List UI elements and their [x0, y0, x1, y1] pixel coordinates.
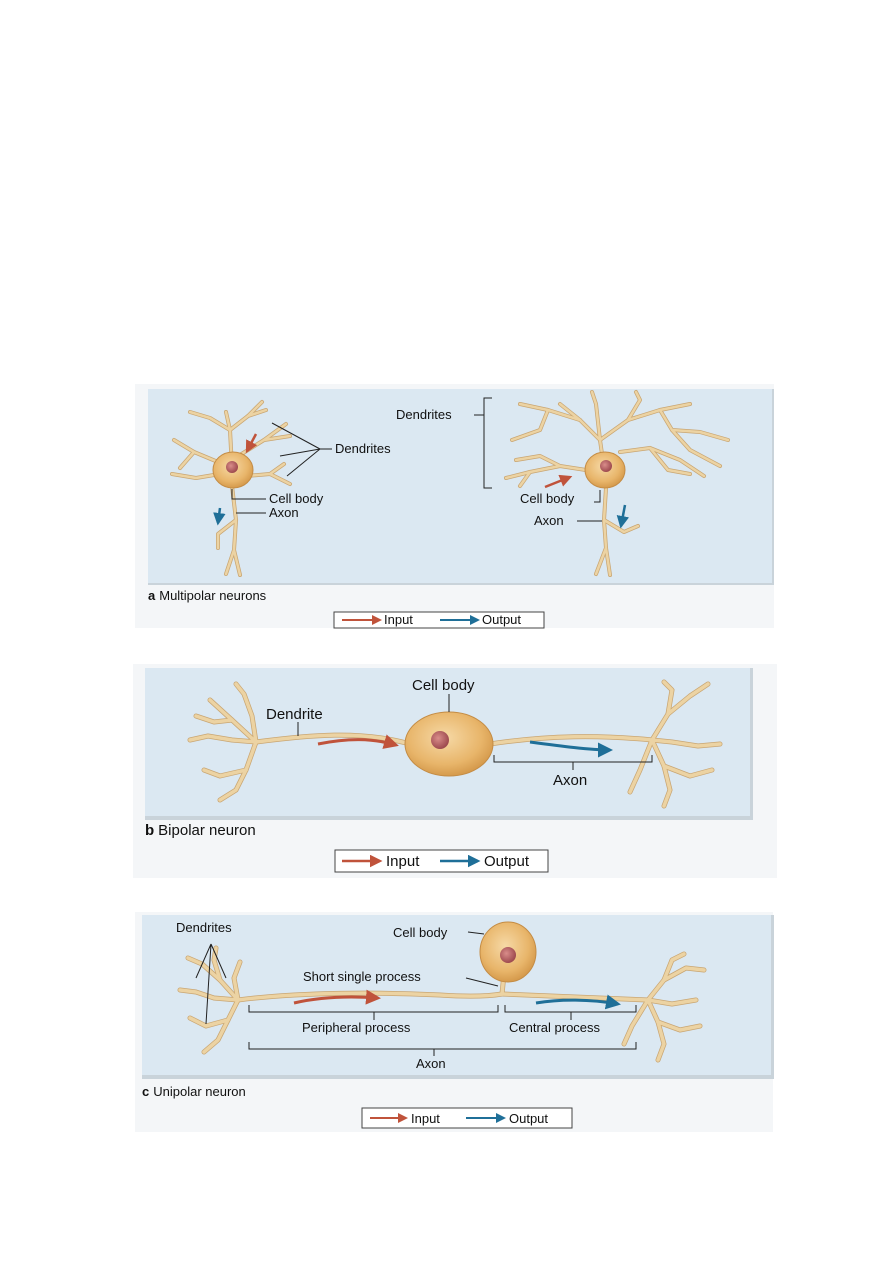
caption-letter-b: b — [145, 822, 154, 839]
cell-body-shape — [405, 712, 493, 776]
caption-letter-a: a — [148, 588, 156, 603]
label-dendrites-left: Dendrites — [335, 441, 391, 456]
label-dendrites-right: Dendrites — [396, 407, 452, 422]
nucleus-shape — [226, 461, 238, 473]
panel-a-multipolar: Dendrites Cell body Axon — [135, 384, 774, 628]
label-cell-body: Cell body — [393, 925, 448, 940]
label-axon-right: Axon — [534, 513, 564, 528]
legend-input-label: Input — [411, 1111, 440, 1126]
caption-letter-c: c — [142, 1084, 149, 1099]
caption-text-b: Bipolar neuron — [158, 822, 256, 839]
legend-input-label: Input — [386, 853, 420, 870]
legend-output-label: Output — [484, 853, 530, 870]
panel-c-caption: c Unipolar neuron — [142, 1084, 246, 1099]
caption-text-c: Unipolar neuron — [153, 1084, 246, 1099]
legend-input-label: Input — [384, 612, 413, 627]
nucleus-shape — [500, 947, 516, 963]
label-peripheral-process: Peripheral process — [302, 1020, 411, 1035]
panel-c-unipolar: Dendrites Cell body Short single process… — [135, 912, 774, 1132]
label-central-process: Central process — [509, 1020, 601, 1035]
legend-c: Input Output — [362, 1108, 572, 1128]
label-axon: Axon — [553, 772, 587, 789]
label-axon-left: Axon — [269, 505, 299, 520]
label-cell-body-left: Cell body — [269, 491, 324, 506]
label-dendrites: Dendrites — [176, 920, 232, 935]
label-cell-body-right: Cell body — [520, 491, 575, 506]
legend-output-label: Output — [509, 1111, 548, 1126]
label-cell-body: Cell body — [412, 677, 475, 694]
label-dendrite: Dendrite — [266, 706, 323, 723]
legend-b: Input Output — [335, 850, 548, 872]
nucleus-shape — [600, 460, 612, 472]
legend-a: Input Output — [334, 612, 544, 628]
nucleus-shape — [431, 731, 449, 749]
caption-text-a: Multipolar neurons — [159, 588, 266, 603]
label-short-single-process: Short single process — [303, 969, 421, 984]
label-axon: Axon — [416, 1056, 446, 1071]
legend-output-label: Output — [482, 612, 521, 627]
